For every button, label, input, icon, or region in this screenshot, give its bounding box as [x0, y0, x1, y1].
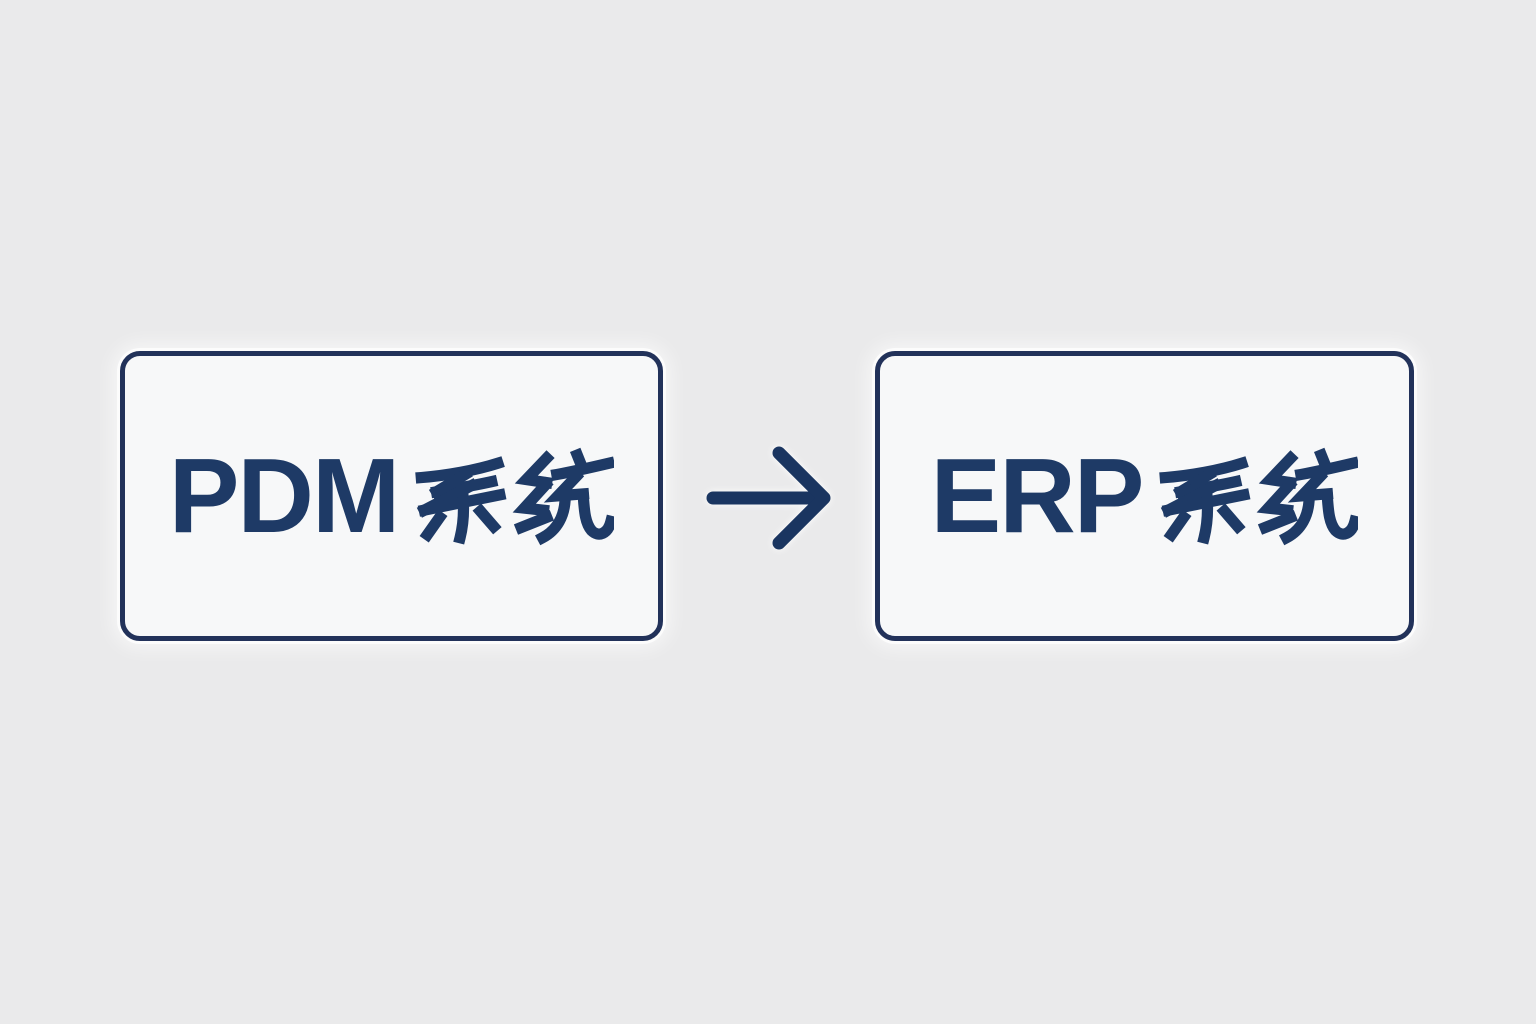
erp-system-label: ERP — [931, 435, 1359, 557]
pdm-system-box: PDM — [120, 351, 663, 641]
char-xi-glyph — [415, 456, 507, 545]
erp-system-box: ERP — [875, 351, 1414, 641]
char-tong-glyph — [512, 447, 615, 546]
char-tong-glyph — [1257, 447, 1359, 546]
char-xi-glyph — [1159, 456, 1251, 545]
pdm-system-label: PDM — [169, 435, 615, 557]
pdm-system-label-latin: PDM — [168, 437, 401, 555]
erp-system-label-cjk — [1150, 445, 1359, 557]
erp-system-label-latin: ERP — [930, 437, 1145, 555]
pdm-system-label-cjk — [406, 445, 615, 557]
arrow-right-icon — [700, 440, 850, 560]
